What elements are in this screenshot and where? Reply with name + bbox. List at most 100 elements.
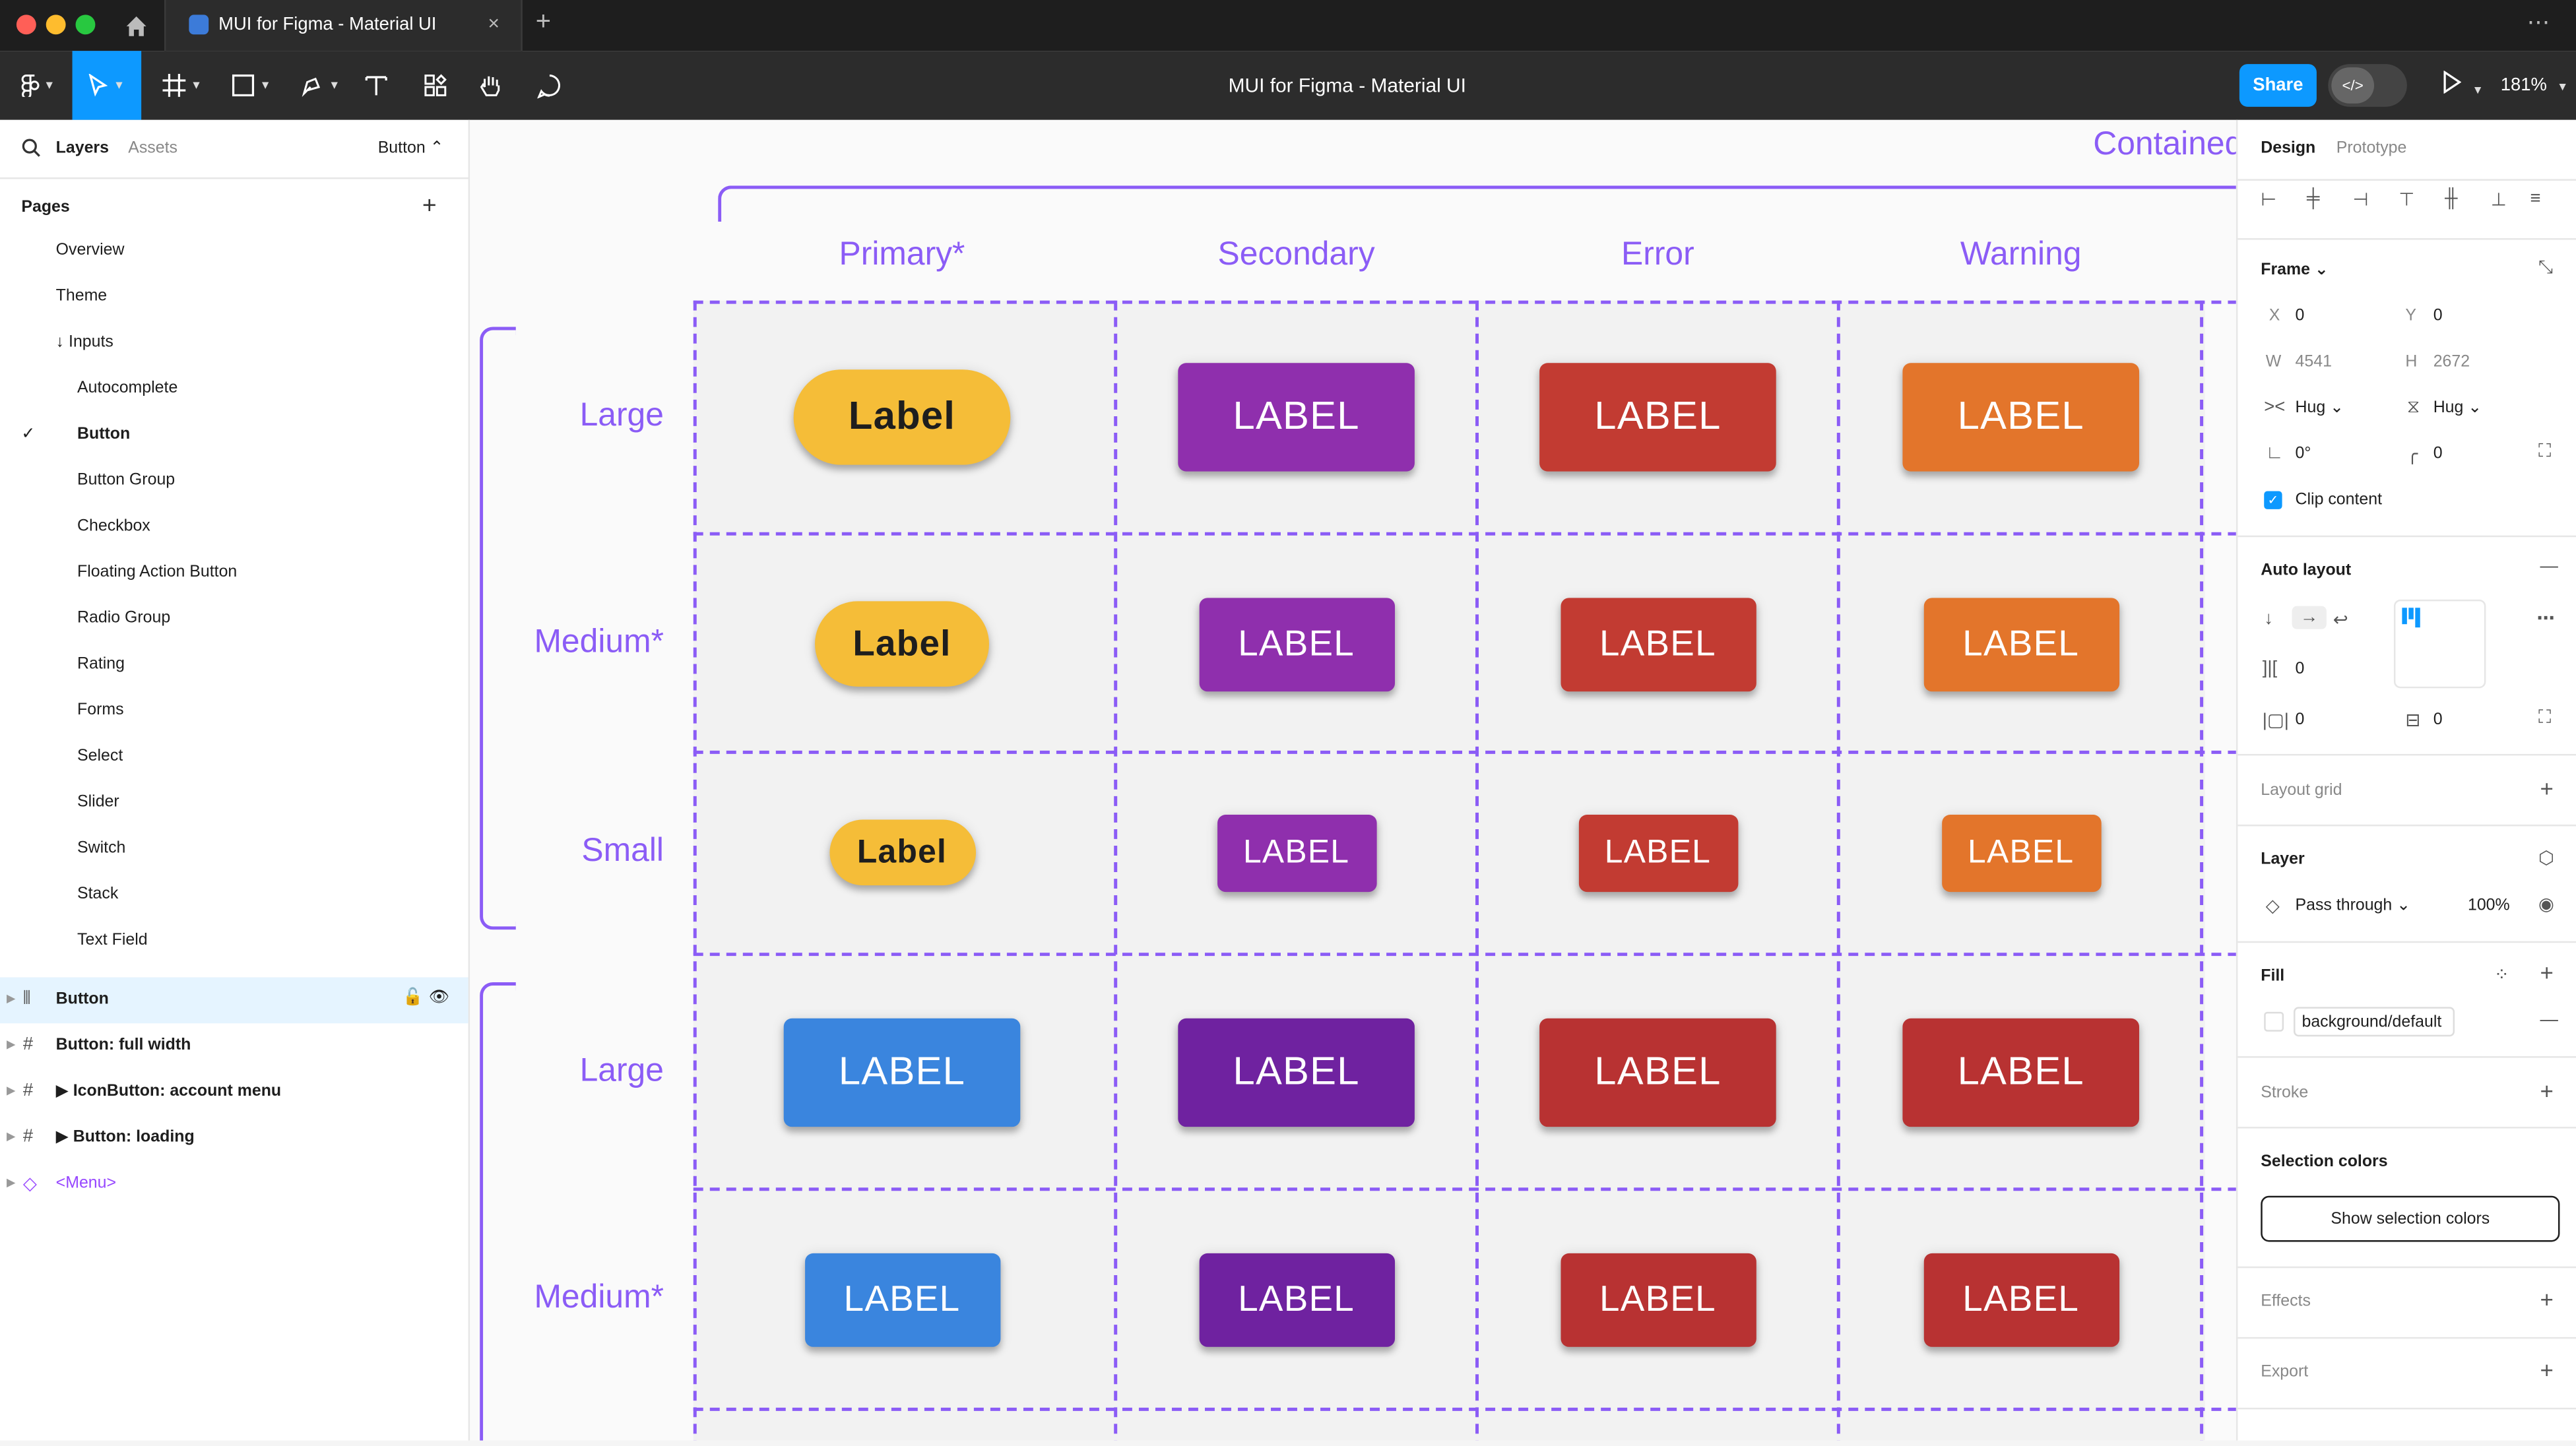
page-item[interactable]: Radio Group	[77, 609, 171, 628]
blend-mode-dropdown[interactable]: Pass through ⌄	[2295, 896, 2411, 915]
zoom-window-icon[interactable]	[75, 15, 96, 35]
mui-button[interactable]: LABEL	[1923, 597, 2119, 691]
mui-button[interactable]: LABEL	[1178, 1018, 1415, 1127]
wrap-icon[interactable]: ↩	[2333, 611, 2348, 631]
vertical-padding-input[interactable]: 0	[2433, 711, 2443, 730]
mui-button[interactable]: Label	[815, 601, 989, 687]
align-middle-v-icon[interactable]: ╫	[2445, 189, 2458, 209]
more-options-icon[interactable]: ⋯	[2536, 609, 2555, 629]
mui-button[interactable]: LABEL	[1560, 597, 1756, 691]
tab-assets[interactable]: Assets	[128, 139, 177, 158]
mui-button[interactable]: Label	[793, 369, 1011, 465]
search-icon[interactable]	[21, 138, 41, 158]
opacity-input[interactable]: 100%	[2467, 896, 2510, 915]
variable-mode-icon[interactable]: ⬡	[2538, 849, 2554, 869]
resources-tool-button[interactable]	[417, 51, 453, 120]
tab-layers[interactable]: Layers	[55, 139, 109, 158]
layer-row[interactable]: ▶#▶ Button: loading	[0, 1116, 468, 1162]
frame-tool-button[interactable]: ▼	[154, 51, 210, 120]
page-item[interactable]: Forms	[77, 701, 124, 720]
comment-tool-button[interactable]	[529, 51, 569, 120]
x-input[interactable]: 0	[2295, 307, 2305, 326]
add-fill-icon[interactable]: +	[2540, 959, 2554, 986]
expand-arrow-icon[interactable]: ▶	[6, 1131, 16, 1144]
mui-button[interactable]: LABEL	[1902, 1018, 2139, 1127]
mui-button[interactable]: LABEL	[804, 1252, 1000, 1346]
mui-button[interactable]: LABEL	[1216, 813, 1376, 891]
expand-arrow-icon[interactable]: ▶	[6, 1178, 16, 1189]
page-item[interactable]: Theme	[55, 287, 108, 306]
mui-button[interactable]: LABEL	[1560, 1252, 1756, 1346]
page-item[interactable]: Autocomplete	[77, 379, 178, 398]
mui-button[interactable]: LABEL	[783, 1018, 1021, 1127]
more-menu-icon[interactable]: ⋯	[2527, 8, 2552, 35]
page-item[interactable]: Rating	[77, 655, 125, 674]
mui-button[interactable]: LABEL	[1539, 363, 1776, 472]
align-bottom-icon[interactable]: ⊥	[2490, 190, 2507, 210]
mui-button[interactable]: LABEL	[1198, 1252, 1394, 1346]
mui-button[interactable]: Label	[829, 819, 975, 886]
current-page-dropdown[interactable]: Button ⌃	[377, 139, 444, 158]
expand-arrow-icon[interactable]: ▶	[6, 1085, 16, 1098]
mui-button[interactable]: LABEL	[1923, 1252, 2119, 1346]
add-effect-icon[interactable]: +	[2540, 1286, 2554, 1313]
layer-row[interactable]: ▶◇<Menu>	[0, 1161, 468, 1207]
show-selection-colors-button[interactable]: Show selection colors	[2261, 1195, 2560, 1242]
alignment-grid[interactable]	[2393, 599, 2486, 689]
frame-heading[interactable]: Frame ⌄	[2261, 261, 2329, 280]
move-tool-button[interactable]: ▼	[72, 51, 142, 120]
style-picker-icon[interactable]: ⁘	[2494, 966, 2509, 986]
text-tool-button[interactable]	[358, 51, 395, 120]
mui-button[interactable]: LABEL	[1198, 597, 1394, 691]
independent-corners-icon[interactable]: ⛶	[2538, 441, 2552, 462]
individual-padding-icon[interactable]: ⛶	[2538, 708, 2552, 728]
hug-width-dropdown[interactable]: Hug ⌄	[2295, 399, 2344, 418]
vertical-direction-icon[interactable]: ↓	[2264, 609, 2273, 629]
zoom-dropdown[interactable]: 181% ▼	[2500, 75, 2569, 96]
align-right-icon[interactable]: ⊣	[2352, 190, 2369, 210]
horizontal-direction-icon[interactable]: →	[2292, 606, 2327, 629]
share-button[interactable]: Share	[2239, 64, 2317, 107]
page-item[interactable]: ↓ Inputs	[55, 333, 113, 352]
remove-fill-icon[interactable]: —	[2540, 1010, 2558, 1030]
main-menu-button[interactable]: ▼	[7, 51, 69, 120]
rotation-input[interactable]: 0°	[2295, 445, 2311, 464]
mui-button[interactable]: LABEL	[1578, 813, 1738, 891]
mui-button[interactable]: LABEL	[1902, 363, 2139, 472]
new-tab-icon[interactable]: +	[535, 8, 552, 36]
page-item[interactable]: Stack	[77, 885, 119, 904]
eye-icon[interactable]: ◉	[2538, 895, 2554, 915]
tab-prototype[interactable]: Prototype	[2336, 139, 2407, 158]
clip-content-checkbox[interactable]: ✓	[2264, 491, 2282, 509]
mui-button[interactable]: LABEL	[1941, 813, 2101, 891]
hug-height-dropdown[interactable]: Hug ⌄	[2433, 399, 2482, 418]
align-top-icon[interactable]: ⊤	[2399, 190, 2415, 210]
gap-input[interactable]: 0	[2295, 660, 2305, 679]
close-window-icon[interactable]	[16, 15, 36, 35]
add-page-icon[interactable]: +	[422, 192, 437, 220]
page-item[interactable]: Switch	[77, 839, 126, 858]
close-tab-icon[interactable]: ×	[488, 11, 499, 35]
expand-arrow-icon[interactable]: ▶	[6, 993, 16, 1005]
minimize-window-icon[interactable]	[46, 15, 66, 35]
present-button[interactable]: ▼	[2441, 70, 2484, 98]
page-item[interactable]: Select	[77, 747, 123, 766]
page-item[interactable]: Floating Action Button	[77, 563, 238, 582]
fill-style-chip[interactable]: background/default	[2294, 1007, 2455, 1037]
shape-tool-button[interactable]: ▼	[224, 51, 280, 120]
page-item[interactable]: Text Field	[77, 931, 148, 950]
mui-button[interactable]: LABEL	[1539, 1018, 1776, 1127]
page-item[interactable]: Checkbox	[77, 517, 150, 536]
tab-design[interactable]: Design	[2261, 139, 2316, 158]
dev-mode-toggle[interactable]: </>	[2328, 64, 2407, 107]
add-layout-grid-icon[interactable]: +	[2540, 775, 2554, 802]
document-title[interactable]: MUI for Figma - Material UI	[1228, 74, 1466, 97]
layer-row[interactable]: ▶⫴Button🔓👁	[0, 977, 468, 1024]
home-icon[interactable]	[108, 0, 164, 51]
fill-swatch[interactable]	[2264, 1011, 2284, 1032]
align-left-icon[interactable]: ⊢	[2261, 190, 2277, 210]
remove-auto-layout-icon[interactable]: —	[2540, 557, 2558, 577]
distribute-icon[interactable]: ≡	[2530, 189, 2541, 209]
h-input[interactable]: 2672	[2433, 353, 2470, 371]
align-center-h-icon[interactable]: ╪	[2306, 189, 2320, 209]
